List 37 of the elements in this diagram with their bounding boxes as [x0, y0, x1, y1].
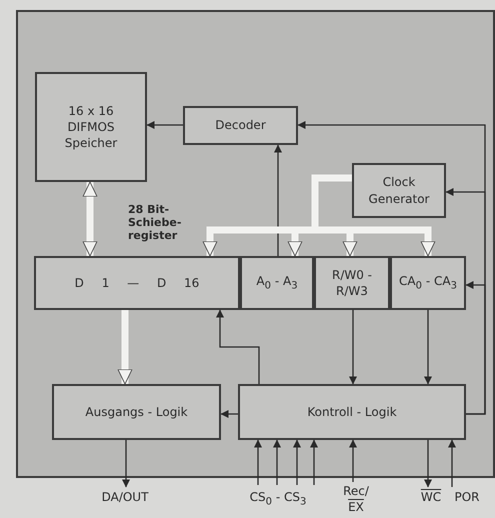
signal-arrow	[220, 410, 238, 418]
block-label: 16 x 16	[68, 102, 114, 119]
decoder-block: Decoder	[183, 106, 298, 145]
bus-arrow	[118, 310, 132, 384]
logic-block: Kontroll - Logik	[238, 384, 466, 440]
signal-arrow	[448, 440, 456, 487]
signal-arrow	[122, 440, 130, 488]
signal-arrow	[274, 144, 282, 256]
pin-label: WC	[420, 488, 442, 506]
register-section: CA$_{0}$ - CA$_{3}$	[390, 256, 466, 310]
pin-label: Rec/	[343, 482, 369, 499]
pin-label: DA/OUT	[102, 488, 148, 506]
pin-label: CS$_{0}$ - CS$_{3}$	[250, 489, 306, 509]
signal-arrow	[254, 440, 262, 485]
bus-arrow	[82, 182, 98, 256]
signal-arrow	[310, 440, 318, 485]
signal-arrow	[466, 281, 486, 415]
block-label: DIFMOS	[67, 118, 115, 136]
signal-arrow	[146, 121, 183, 129]
block-label: Speicher	[64, 135, 118, 152]
register-caption: 28 Bit- Schiebe- register	[128, 203, 182, 243]
register-section: D 1 — D 16	[34, 256, 240, 310]
signal-arrow	[273, 440, 281, 485]
signal-arrow	[349, 310, 357, 384]
signal-arrow	[424, 310, 432, 384]
memory-block	[35, 72, 147, 182]
signal-arrow	[349, 440, 357, 482]
pin-label: EX	[348, 499, 364, 516]
logic-block: Ausgangs - Logik	[52, 384, 221, 440]
chip-outline	[16, 10, 495, 478]
signal-arrow	[424, 440, 432, 488]
register-section: A$_{0}$ - A$_{3}$	[240, 256, 314, 310]
register-section: R/W0 - R/W3	[314, 256, 390, 310]
pin-label: POR	[454, 488, 480, 506]
signal-arrow	[293, 440, 301, 485]
signal-arrow	[216, 310, 260, 384]
clock-generator-block: Clock Generator	[352, 163, 446, 218]
